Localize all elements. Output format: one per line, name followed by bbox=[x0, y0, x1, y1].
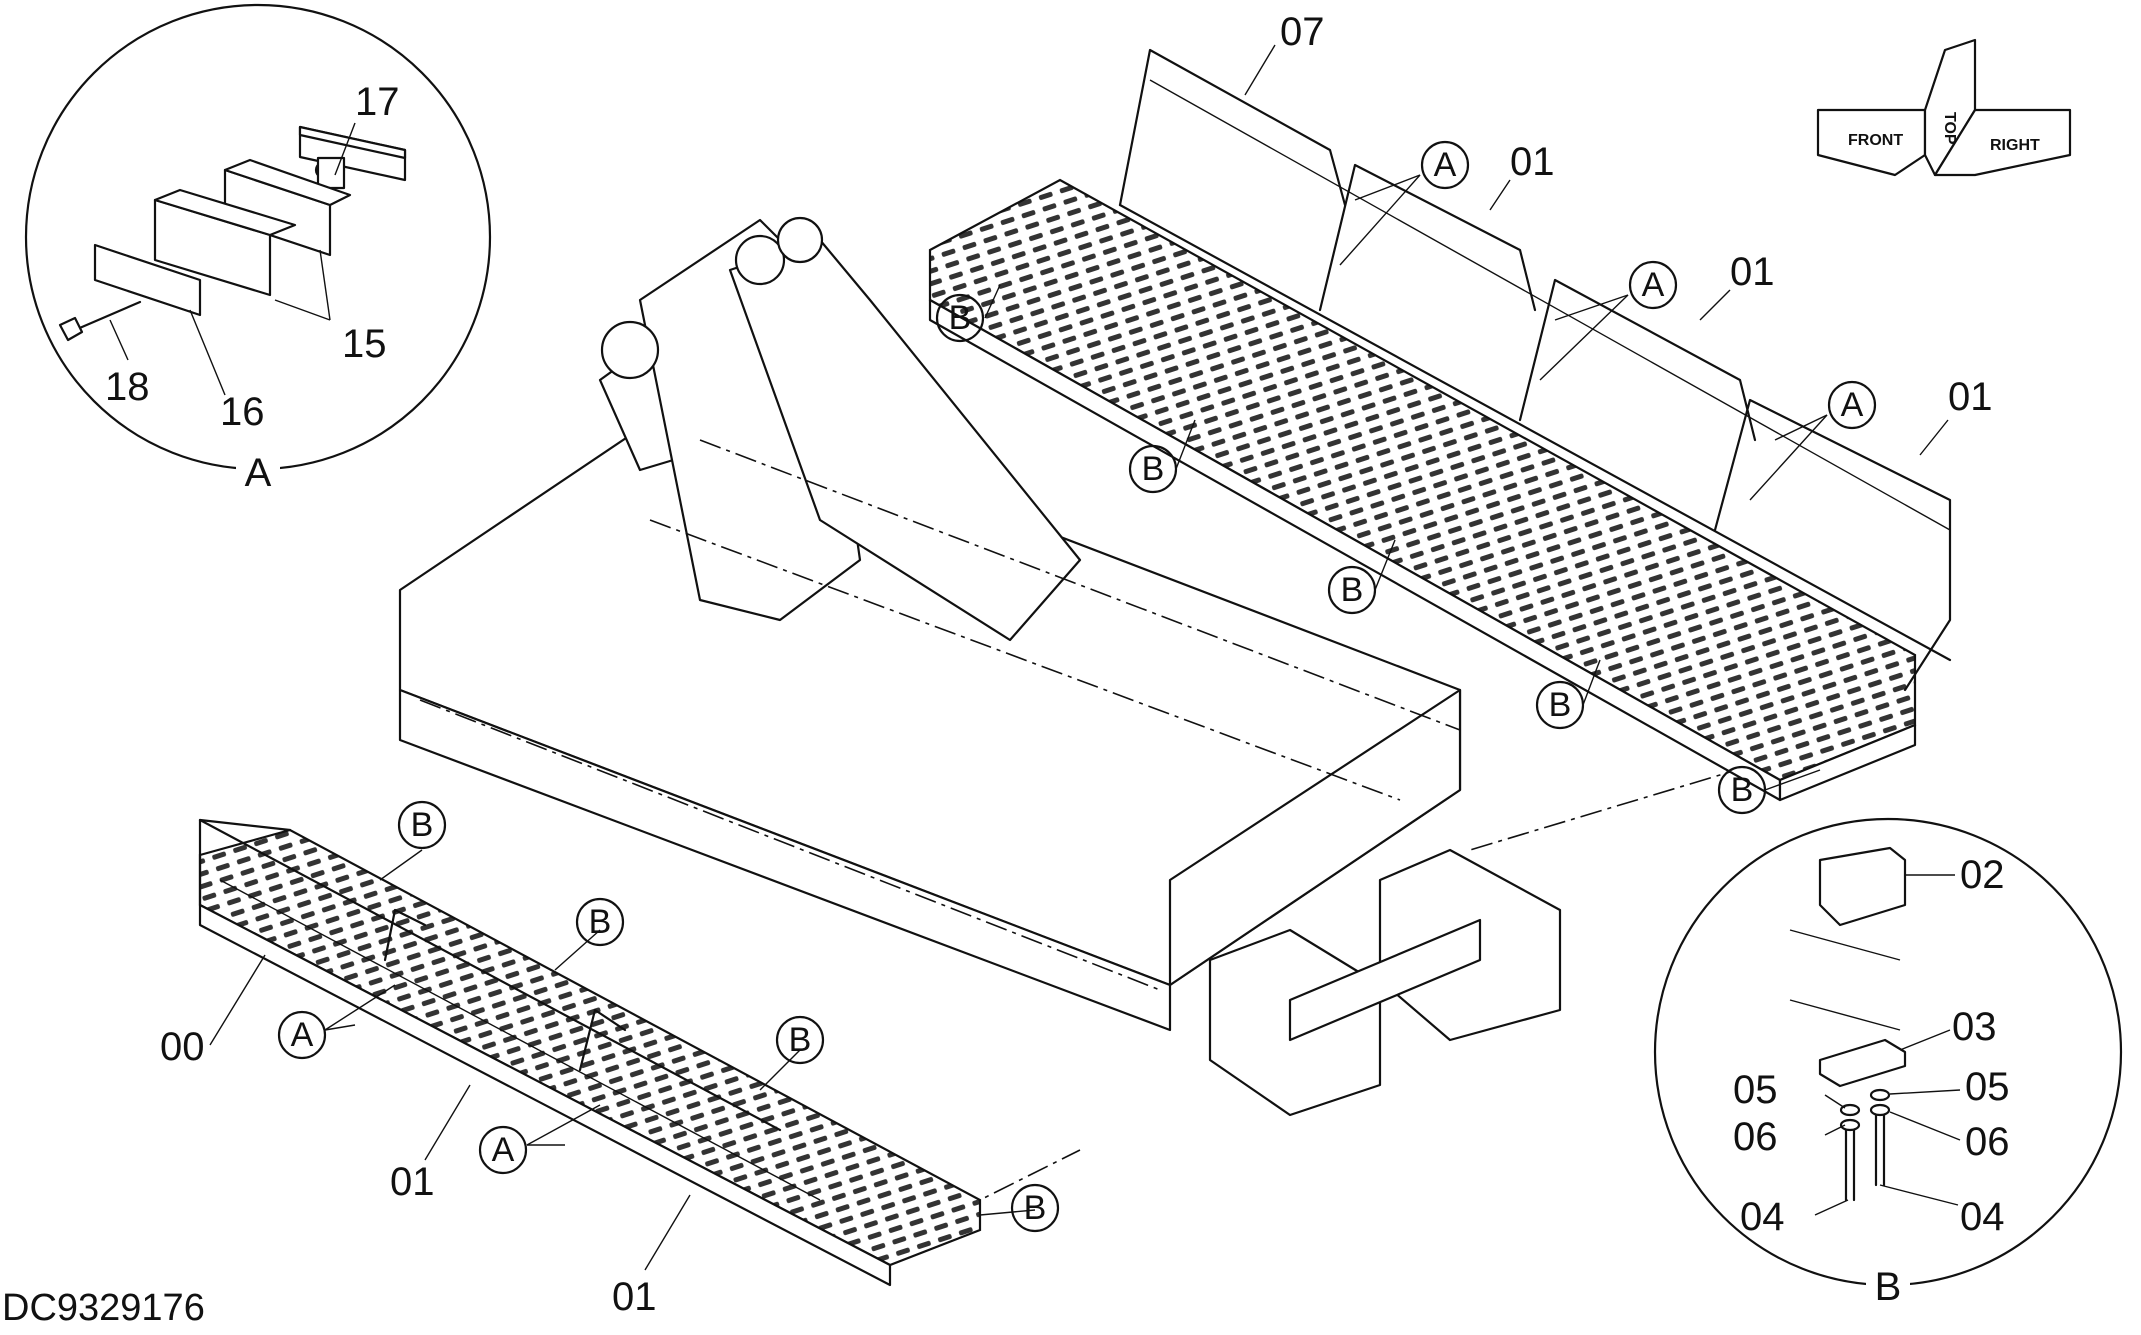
callout-01-c: 01 bbox=[1948, 375, 1993, 419]
bubble-a-3: A bbox=[1827, 380, 1877, 430]
upper-walkway bbox=[928, 48, 1952, 802]
block-02 bbox=[1818, 846, 1907, 927]
detail-a-view: A 17 15 18 16 bbox=[24, 3, 492, 495]
label-18: 18 bbox=[105, 365, 150, 409]
orientation-symbol: FRONT TOP RIGHT bbox=[1816, 38, 2072, 177]
label-17: 17 bbox=[355, 80, 400, 124]
bubble-b-3: B bbox=[1327, 565, 1377, 615]
bubble-b-6: B bbox=[397, 800, 447, 850]
label-03: 03 bbox=[1952, 1005, 1997, 1049]
label-04-left: 04 bbox=[1740, 1195, 1785, 1239]
callout-01-a: 01 bbox=[1510, 140, 1555, 184]
label-16: 16 bbox=[220, 390, 265, 434]
label-04-right: 04 bbox=[1960, 1195, 2005, 1239]
detail-b-title: B bbox=[1875, 1265, 1902, 1309]
bubble-a-4: A bbox=[277, 1010, 327, 1060]
svg-text:B: B bbox=[1341, 571, 1364, 609]
label-05-right: 05 bbox=[1965, 1065, 2010, 1109]
plate-03 bbox=[1818, 1038, 1907, 1088]
svg-text:A: A bbox=[492, 1131, 515, 1169]
bubble-b-2: B bbox=[1128, 444, 1178, 494]
bubble-b-9: B bbox=[1010, 1183, 1060, 1233]
main-frame bbox=[398, 216, 1562, 1117]
label-06-right: 06 bbox=[1965, 1120, 2010, 1164]
detail-a-title: A bbox=[245, 451, 272, 495]
svg-text:B: B bbox=[411, 806, 434, 844]
label-02: 02 bbox=[1960, 853, 2005, 897]
callout-00: 00 bbox=[160, 1025, 205, 1069]
bubble-a-1: A bbox=[1420, 140, 1470, 190]
callout-07: 07 bbox=[1280, 10, 1325, 54]
svg-text:B: B bbox=[1142, 450, 1165, 488]
front-label: FRONT bbox=[1848, 132, 1903, 149]
bubble-b-1: B bbox=[935, 293, 985, 343]
drawing-code: DC9329176 bbox=[2, 1287, 205, 1329]
callout-leaders bbox=[209, 44, 1949, 1271]
top-label: TOP bbox=[1941, 112, 1958, 145]
svg-text:A: A bbox=[291, 1016, 314, 1054]
bubble-a-2: A bbox=[1628, 260, 1678, 310]
svg-text:B: B bbox=[1549, 686, 1572, 724]
bubble-a-5: A bbox=[478, 1125, 528, 1175]
handrail-07 bbox=[1118, 48, 1347, 207]
label-05-left: 05 bbox=[1733, 1068, 1778, 1112]
plate-16 bbox=[93, 243, 202, 317]
detail-b-view: B 02 03 05 05 06 06 04 04 bbox=[1653, 817, 2123, 1309]
svg-text:A: A bbox=[1434, 146, 1457, 184]
callout-01-b: 01 bbox=[1730, 250, 1775, 294]
bubble-b-7: B bbox=[575, 897, 625, 947]
svg-text:B: B bbox=[1731, 771, 1754, 809]
svg-text:B: B bbox=[789, 1021, 812, 1059]
bubble-b-8: B bbox=[775, 1015, 825, 1065]
svg-text:B: B bbox=[1024, 1189, 1047, 1227]
callout-01-e: 01 bbox=[612, 1275, 657, 1319]
front-arrow bbox=[1816, 108, 1927, 177]
svg-text:A: A bbox=[1642, 266, 1665, 304]
callout-01-d: 01 bbox=[390, 1160, 435, 1204]
label-15: 15 bbox=[342, 322, 387, 366]
bubble-b-4: B bbox=[1535, 680, 1585, 730]
svg-text:B: B bbox=[589, 903, 612, 941]
bubble-b-5: B bbox=[1717, 765, 1767, 815]
svg-text:A: A bbox=[1841, 386, 1864, 424]
right-label: RIGHT bbox=[1990, 137, 2040, 154]
label-06-left: 06 bbox=[1733, 1115, 1778, 1159]
svg-text:B: B bbox=[949, 299, 972, 337]
